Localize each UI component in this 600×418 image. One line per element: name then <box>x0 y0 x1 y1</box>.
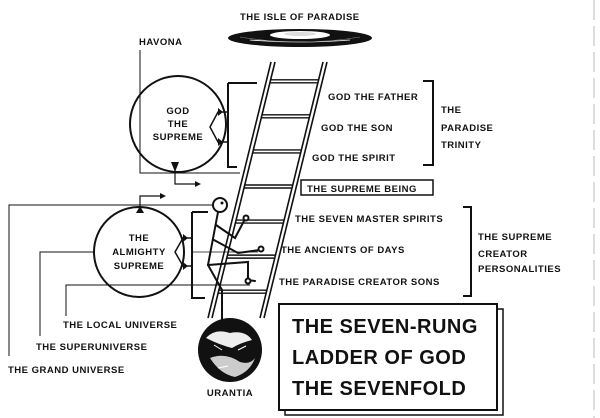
almighty-supreme-circle: THE ALMIGHTY SUPREME <box>93 206 185 298</box>
creator-paradise-sons: THE PARADISE CREATOR SONS <box>279 277 440 288</box>
god-the-supreme-circle: GOD THE SUPREME <box>129 75 227 173</box>
trinity-bracket <box>423 80 434 166</box>
superuniverse-connector <box>39 251 95 336</box>
creator-master-spirits: THE SEVEN MASTER SPIRITS <box>295 214 443 225</box>
creators-group-line2: CREATOR <box>478 249 528 260</box>
creators-group-line1: THE SUPREME <box>478 232 552 243</box>
god-the-supreme-line3: SUPREME <box>153 132 203 143</box>
creators-group-line3: PERSONALITIES <box>478 264 561 275</box>
grand-universe-connector <box>8 204 225 356</box>
god-the-supreme-line1: GOD <box>166 106 189 117</box>
arrowhead-icon <box>136 206 144 213</box>
trinity-member-son: GOD THE SON <box>321 123 393 134</box>
trinity-group-line2: PARADISE <box>441 123 493 134</box>
arrowhead-icon <box>171 162 179 172</box>
universe-local: THE LOCAL UNIVERSE <box>63 320 177 331</box>
climber-figure-icon <box>207 197 265 326</box>
creators-inner-bracket <box>191 211 208 299</box>
ladder-left-rail <box>207 61 272 319</box>
urantia-globe-icon <box>198 318 262 382</box>
paradise-label: THE ISLE OF PARADISE <box>240 12 360 23</box>
arrowhead-icon <box>195 181 201 187</box>
trinity-member-spirit: GOD THE SPIRIT <box>312 153 396 164</box>
local-universe-connector <box>65 284 250 316</box>
title-box: THE SEVEN-RUNG LADDER OF GOD THE SEVENFO… <box>278 303 504 416</box>
universe-grand: THE GRAND UNIVERSE <box>8 365 125 376</box>
ladder-right-rail <box>263 61 328 319</box>
trinity-inner-bracket <box>227 82 257 168</box>
title-line2: LADDER OF GOD <box>292 347 466 369</box>
god-the-supreme-line2: THE <box>168 119 189 130</box>
creator-ancients-of-days: THE ANCIENTS OF DAYS <box>281 245 405 256</box>
trinity-member-father: GOD THE FATHER <box>328 92 418 103</box>
almighty-outflow-arrow <box>139 195 160 207</box>
trinity-group-line3: TRINITY <box>441 140 482 151</box>
almighty-supreme-line2: ALMIGHTY <box>112 247 166 258</box>
almighty-supreme-line3: SUPREME <box>114 261 164 272</box>
havona-label: HAVONA <box>139 37 182 48</box>
trinity-group-line1: THE <box>441 105 462 116</box>
paradise-disc-icon <box>228 29 372 47</box>
title-line3: THE SEVENFOLD <box>292 378 466 400</box>
havona-connector <box>139 50 240 174</box>
ladder <box>207 61 328 319</box>
urantia-label: URANTIA <box>207 388 253 399</box>
universe-super: THE SUPERUNIVERSE <box>36 342 147 353</box>
arrowhead-icon <box>160 193 166 199</box>
supreme-outflow-arrow <box>174 168 195 185</box>
ladder-right-rail <box>259 61 324 319</box>
ladder-left-rail <box>211 61 276 319</box>
creators-bracket <box>463 206 472 297</box>
almighty-supreme-line1: THE <box>129 233 150 244</box>
supreme-being-box <box>300 179 434 196</box>
title-line1: THE SEVEN-RUNG <box>292 316 478 338</box>
arrowhead-icon <box>218 108 223 146</box>
arrowhead-icon <box>183 234 188 270</box>
supreme-being-label: THE SUPREME BEING <box>307 184 417 195</box>
